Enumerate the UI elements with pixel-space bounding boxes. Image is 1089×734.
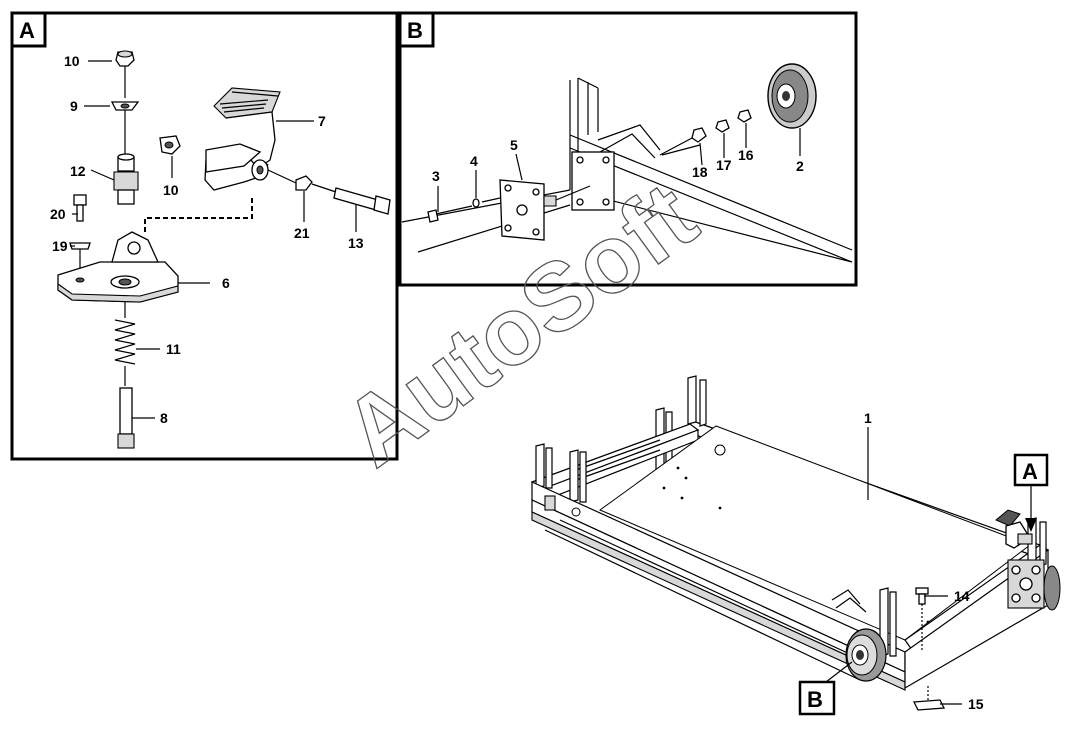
part-labels: 10 9 12 20 19 6 11 8 7 10 21 13 3 4 5 18… <box>50 53 984 712</box>
bolt-13 <box>333 187 391 215</box>
bolt-3 <box>427 205 473 223</box>
bolt-20 <box>73 194 87 222</box>
label-7: 7 <box>318 113 326 129</box>
washer-19 <box>69 242 91 250</box>
label-16: 16 <box>738 147 754 163</box>
label-1: 1 <box>864 410 872 426</box>
plate-15 <box>912 699 946 711</box>
panel-b: B <box>398 11 858 287</box>
label-10-top: 10 <box>64 53 80 69</box>
label-13: 13 <box>348 235 364 251</box>
washer-4 <box>472 198 480 208</box>
label-10-side: 10 <box>163 182 179 198</box>
roller-2 <box>767 63 817 129</box>
label-11: 11 <box>166 341 181 357</box>
label-6: 6 <box>222 275 230 291</box>
panel-a: A <box>10 11 399 461</box>
washer-18 <box>691 127 707 143</box>
label-17: 17 <box>716 157 732 173</box>
pedal-7 <box>204 87 281 191</box>
plate-5 <box>499 179 557 241</box>
label-12: 12 <box>70 163 86 179</box>
callout-a: A <box>1013 453 1049 532</box>
label-20: 20 <box>50 206 66 222</box>
panel-b-letter: B <box>407 18 423 43</box>
pedal-base-6 <box>57 231 179 303</box>
leader-lines <box>70 60 962 705</box>
svg-text:A: A <box>1022 459 1038 484</box>
panel-a-letter: A <box>19 18 35 43</box>
label-18: 18 <box>692 164 708 180</box>
pedal-on-frame <box>995 509 1033 549</box>
label-4: 4 <box>470 153 478 169</box>
roller-b <box>845 628 887 682</box>
washer-9 <box>110 101 140 111</box>
spacer-12 <box>113 153 139 205</box>
frame-assembly-1 <box>530 375 1061 711</box>
label-15: 15 <box>968 696 984 712</box>
nut-10-top <box>115 50 135 67</box>
label-21: 21 <box>294 225 310 241</box>
label-3: 3 <box>432 168 440 184</box>
label-2: 2 <box>796 158 804 174</box>
callout-b: B <box>798 661 853 716</box>
label-19: 19 <box>52 238 68 254</box>
label-8: 8 <box>160 410 168 426</box>
spring-11 <box>114 319 136 365</box>
label-14: 14 <box>954 588 970 604</box>
pin-8 <box>117 387 135 449</box>
nut-10-side <box>159 135 181 155</box>
nut-21 <box>295 175 313 191</box>
washer-16 <box>737 109 752 123</box>
label-5: 5 <box>510 137 518 153</box>
washer-17 <box>715 119 730 133</box>
label-9: 9 <box>70 98 78 114</box>
svg-text:B: B <box>807 687 823 712</box>
